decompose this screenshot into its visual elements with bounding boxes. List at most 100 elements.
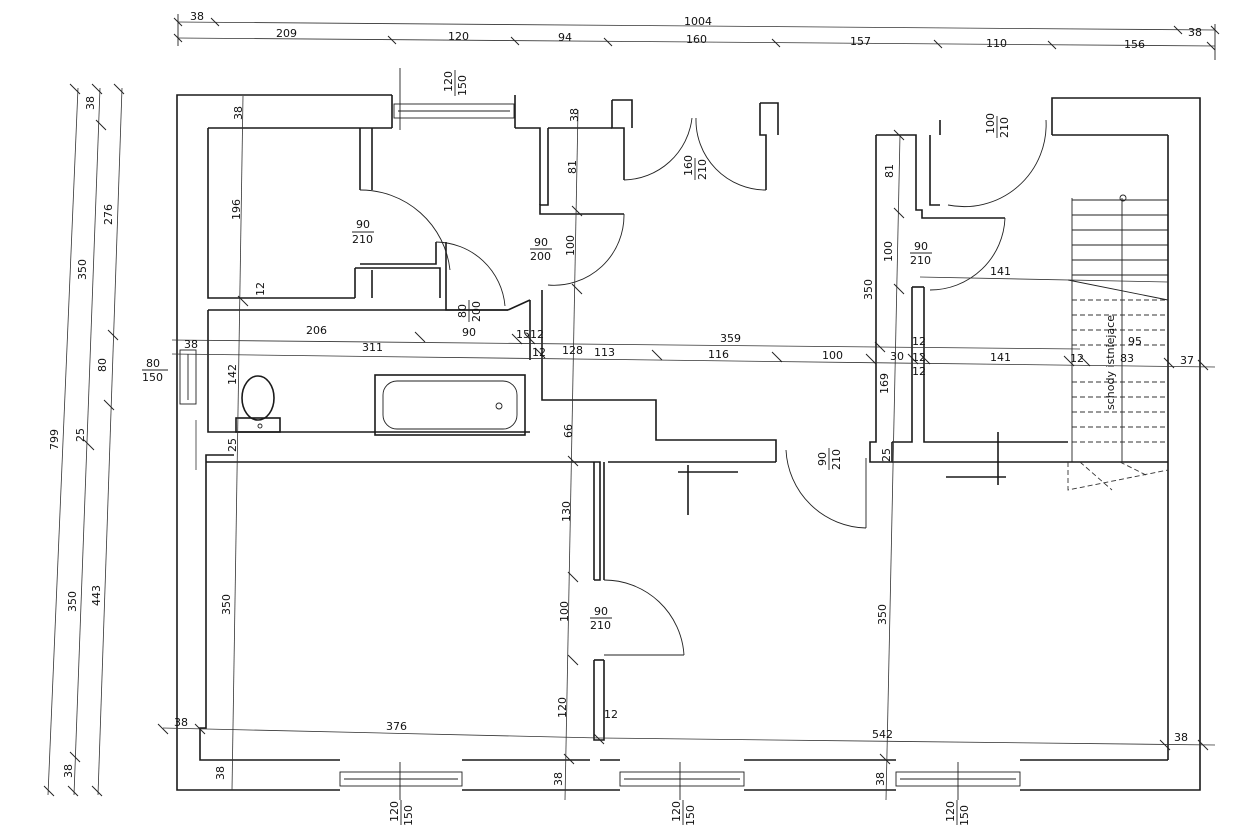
dimension-label: 120: [670, 801, 683, 822]
dimension-label: 210: [590, 619, 611, 632]
dimension-label: 200: [530, 250, 551, 263]
dim-113: 113: [594, 346, 615, 359]
interior-walls: [206, 120, 1168, 741]
window-label-bottom-3: 120 150: [944, 800, 971, 825]
dimension-label: 210: [998, 117, 1011, 138]
dim-100-a: 100: [564, 235, 577, 256]
dim-120-v: 120: [556, 697, 569, 718]
dim-130: 130: [560, 501, 573, 522]
dim-141-b: 141: [990, 351, 1011, 364]
dimension-label: 90: [816, 452, 829, 466]
door-swings: [359, 117, 1047, 656]
dim-top-seg-6: 110: [986, 37, 1007, 50]
dim-12-c: 12: [912, 335, 926, 348]
dim-116: 116: [708, 348, 729, 361]
dimension-label: 160: [682, 155, 695, 176]
staircase: [1067, 194, 1169, 491]
door-label-2: 90 200: [530, 236, 552, 263]
dim-169: 169: [878, 373, 891, 394]
door-label-4: 160 210: [682, 155, 709, 180]
window-label-left: 80 150: [142, 357, 168, 384]
dimension-label: 150: [684, 805, 697, 825]
dim-38-bl: 38: [174, 716, 188, 729]
door-label-1: 90 210: [352, 218, 374, 246]
dimension-label: 210: [910, 254, 931, 267]
dimension-label: 150: [958, 805, 971, 825]
dim-top-38-left: 38: [190, 10, 204, 23]
dim-left-middle-wall: 25: [74, 428, 87, 442]
dim-206: 206: [306, 324, 327, 337]
dim-top-seg-5: 157: [850, 35, 871, 48]
dim-37: 37: [1180, 354, 1194, 367]
windows: [179, 68, 1021, 800]
section-marks: [678, 432, 1006, 515]
dim-350-right-lower: 350: [876, 604, 889, 625]
dim-542: 542: [872, 728, 893, 741]
dim-38-left-bath: 38: [184, 338, 198, 351]
dim-142: 142: [226, 364, 239, 385]
dim-top-seg-3: 94: [558, 31, 572, 44]
door-label-6: 100 210: [984, 113, 1011, 138]
dim-359: 359: [720, 332, 741, 345]
dim-90: 90: [462, 326, 476, 339]
dim-30: 30: [890, 350, 904, 363]
dimension-label: 120: [388, 801, 401, 822]
dim-left-lower-outer: 443: [90, 585, 103, 606]
dimension-label: 200: [470, 301, 483, 322]
dim-376: 376: [386, 720, 407, 733]
dim-left-middle: 80: [96, 358, 109, 372]
dim-38-left-edge: 38: [214, 766, 227, 780]
dim-left-bottom-outer: 38: [62, 764, 75, 778]
dim-12-f: 12: [604, 708, 618, 721]
dim-81-b: 81: [883, 164, 896, 178]
dim-350-right-upper: 350: [862, 279, 875, 300]
dimension-label: 120: [944, 801, 957, 822]
dim-12-e: 12: [912, 365, 926, 378]
dimension-label: 90: [594, 605, 608, 618]
dim-25-a: 25: [226, 438, 239, 452]
door-label-3: 80 200: [456, 300, 483, 322]
top-dimension-chain: [173, 14, 1220, 60]
dim-38-mid: 38: [568, 108, 581, 122]
dimension-label: 80: [456, 304, 469, 318]
dimension-label: 150: [142, 371, 163, 384]
dimension-label: 210: [352, 233, 373, 246]
dim-15: 15: [516, 328, 530, 341]
outer-walls: [176, 94, 1201, 791]
dimension-label: 80: [146, 357, 160, 370]
dim-81-a: 81: [566, 160, 579, 174]
dim-top-seg-1: 209: [276, 27, 297, 40]
dim-100-h: 100: [822, 349, 843, 362]
bathtub: [374, 374, 526, 436]
dim-top-38-right: 38: [1188, 26, 1202, 39]
dim-12-d: 12: [1070, 352, 1084, 365]
window-label-top: 120 150: [442, 70, 469, 96]
dim-12-c2: 12: [912, 351, 926, 364]
window-label-bottom-1: 120 150: [388, 800, 415, 825]
dimension-label: 120: [442, 71, 455, 92]
window-label-bottom-2: 120 150: [670, 800, 697, 825]
dim-38-b2: 38: [874, 772, 887, 786]
interior-dimension-lines: [157, 95, 1216, 801]
dim-66: 66: [562, 424, 575, 438]
dim-38-br: 38: [1174, 731, 1188, 744]
left-dimension-chains: [43, 83, 125, 797]
dim-128: 128: [562, 344, 583, 357]
dim-top-seg-2: 120: [448, 30, 469, 43]
door-label-7: 90 210: [816, 448, 843, 470]
dim-left-lower: 350: [66, 591, 79, 612]
dim-left-total: 799: [48, 429, 61, 450]
stair-label: schody istniejące: [1104, 315, 1117, 410]
dimension-label: 90: [356, 218, 370, 231]
dim-12a: 12: [254, 282, 267, 296]
dim-25-b: 25: [880, 448, 893, 462]
dimension-label: 210: [696, 159, 709, 180]
dim-top-seg-7: 156: [1124, 38, 1145, 51]
dimension-label: 90: [914, 240, 928, 253]
dim-top-total: 1004: [684, 15, 712, 28]
dim-left-upper-outer: 38: [84, 96, 97, 110]
dim-top-seg-4: 160: [686, 33, 707, 46]
dim-196: 196: [230, 199, 243, 220]
dim-311: 311: [362, 341, 383, 354]
